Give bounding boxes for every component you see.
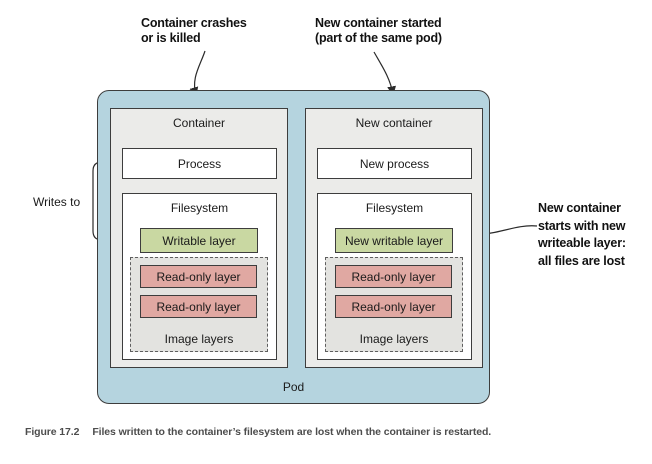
read-only-layer-box: Read-only layer xyxy=(335,295,452,318)
process-box: Process xyxy=(122,148,277,179)
filesystem-box: Filesystem New writable layer Read-only … xyxy=(317,193,472,360)
arrow-new-container xyxy=(373,51,397,96)
figure-caption-text: Files written to the container’s filesys… xyxy=(92,426,492,438)
writable-layer-box: New writable layer xyxy=(335,228,453,253)
writable-layer-box: Writable layer xyxy=(140,228,258,253)
container-box-new: New container New process Filesystem New… xyxy=(305,108,483,368)
read-only-layer-box: Read-only layer xyxy=(140,295,257,318)
filesystem-title: Filesystem xyxy=(365,201,424,215)
read-only-layer-box: Read-only layer xyxy=(140,265,257,288)
figure-number: Figure 17.2 xyxy=(25,426,80,438)
writes-to-label: Writes to xyxy=(33,195,81,209)
filesystem-box: Filesystem Writable layer Read-only laye… xyxy=(122,193,277,360)
image-layers-box: Read-only layer Read-only layer Image la… xyxy=(130,257,268,352)
container-box-old: Container Process Filesystem Writable la… xyxy=(110,108,288,368)
arrow-container-crashes xyxy=(189,50,206,97)
image-layers-label: Image layers xyxy=(164,332,234,346)
filesystem-title: Filesystem xyxy=(170,201,229,215)
annotation-new-writeable-layer: New container starts with new writeable … xyxy=(538,201,626,268)
image-layers-label: Image layers xyxy=(359,332,429,346)
process-box: New process xyxy=(317,148,472,179)
image-layers-box: Read-only layer Read-only layer Image la… xyxy=(325,257,463,352)
figure-caption: Figure 17.2 Files written to the containe… xyxy=(25,426,491,438)
pod-label: Pod xyxy=(282,380,305,394)
read-only-layer-box: Read-only layer xyxy=(335,265,452,288)
container-title: Container xyxy=(172,116,226,130)
container-title: New container xyxy=(355,116,433,130)
annotation-container-crashes: Container crashes or is killed xyxy=(141,16,247,45)
pod-box: Container Process Filesystem Writable la… xyxy=(97,90,490,404)
annotation-new-container-started: New container started (part of the same … xyxy=(315,16,442,45)
